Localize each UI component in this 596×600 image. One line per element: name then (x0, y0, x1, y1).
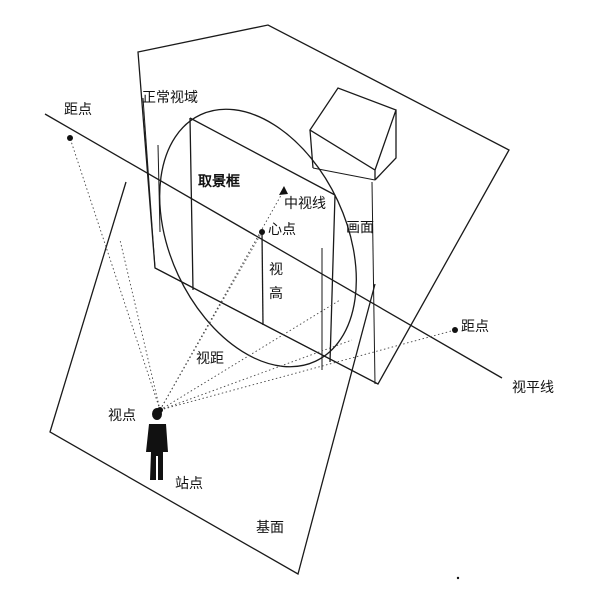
label-view-height-2: 高 (269, 285, 283, 302)
label-station-point: 站点 (175, 476, 203, 492)
horizon-line (44, 113, 503, 379)
label-horizon-line: 视平线 (512, 380, 554, 396)
picture-edge-left (142, 97, 156, 269)
label-viewfinder: 取景框 (198, 173, 240, 190)
label-center-point: 心点 (268, 222, 296, 238)
label-ground-plane: 基面 (256, 519, 284, 536)
label-view-distance: 视距 (196, 351, 224, 367)
field-of-view-ellipse (159, 108, 357, 368)
sight-line-left-low (119, 239, 161, 411)
sight-line-lower (159, 339, 353, 411)
distance-point-right (452, 327, 458, 333)
cube (309, 87, 397, 181)
label-distance-left: 距点 (64, 102, 92, 118)
picture-edge-right (371, 181, 376, 385)
label-view-height-1: 视 (269, 262, 283, 278)
ground-line (154, 267, 379, 385)
cube-front-face (312, 167, 376, 181)
label-picture-plane: 画面 (346, 220, 374, 236)
sight-line-left-distance (69, 137, 161, 411)
label-distance-right: 距点 (461, 319, 489, 335)
label-central-sight: 中视线 (284, 196, 326, 212)
stray-dot (456, 576, 460, 580)
central-sight-line (159, 189, 285, 411)
sight-line-right-distance (159, 329, 456, 411)
viewfinder-frame (189, 117, 336, 363)
view-height-line (261, 231, 264, 326)
sight-line-ground (159, 299, 341, 411)
ground-plane (49, 181, 376, 575)
sight-line-center (159, 231, 263, 411)
label-viewpoint: 视点 (108, 408, 136, 424)
label-normal-field: 正常视域 (142, 90, 198, 106)
central-sight-arrowhead (279, 186, 288, 195)
viewfinder-left-vertical (157, 144, 161, 233)
center-point (259, 229, 265, 235)
distance-point-left (67, 135, 73, 141)
person-figure (146, 408, 168, 480)
